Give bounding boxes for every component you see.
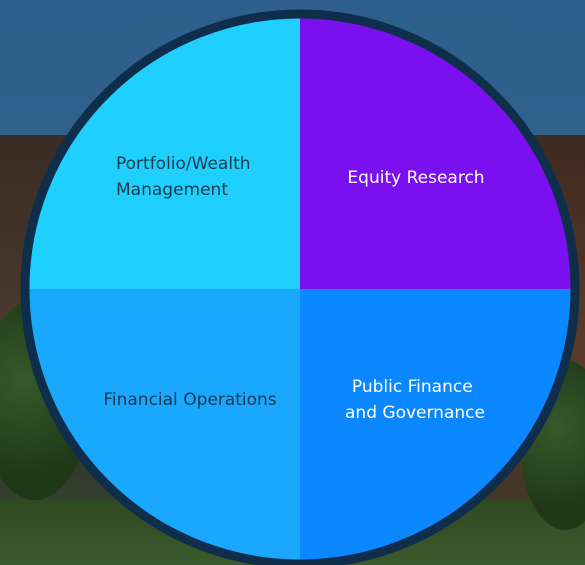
quadrant-diagram: Portfolio/Wealth Management Equity Resea… (19, 8, 581, 565)
label-line: Financial Operations (103, 390, 276, 410)
label-line: Equity Research (347, 168, 484, 188)
label-line: and Governance (345, 403, 485, 423)
label-line: Public Finance (352, 377, 473, 397)
label-portfolio-wealth-management: Portfolio/Wealth Management (116, 154, 256, 200)
label-public-finance-governance: Public Finance and Governance (345, 377, 485, 423)
quadrant-circle: Portfolio/Wealth Management Equity Resea… (20, 9, 580, 565)
circle-border (20, 9, 580, 565)
label-line: Portfolio/Wealth (116, 154, 251, 174)
label-financial-operations: Financial Operations (103, 390, 276, 410)
label-equity-research: Equity Research (347, 168, 484, 188)
label-line: Management (116, 180, 228, 200)
